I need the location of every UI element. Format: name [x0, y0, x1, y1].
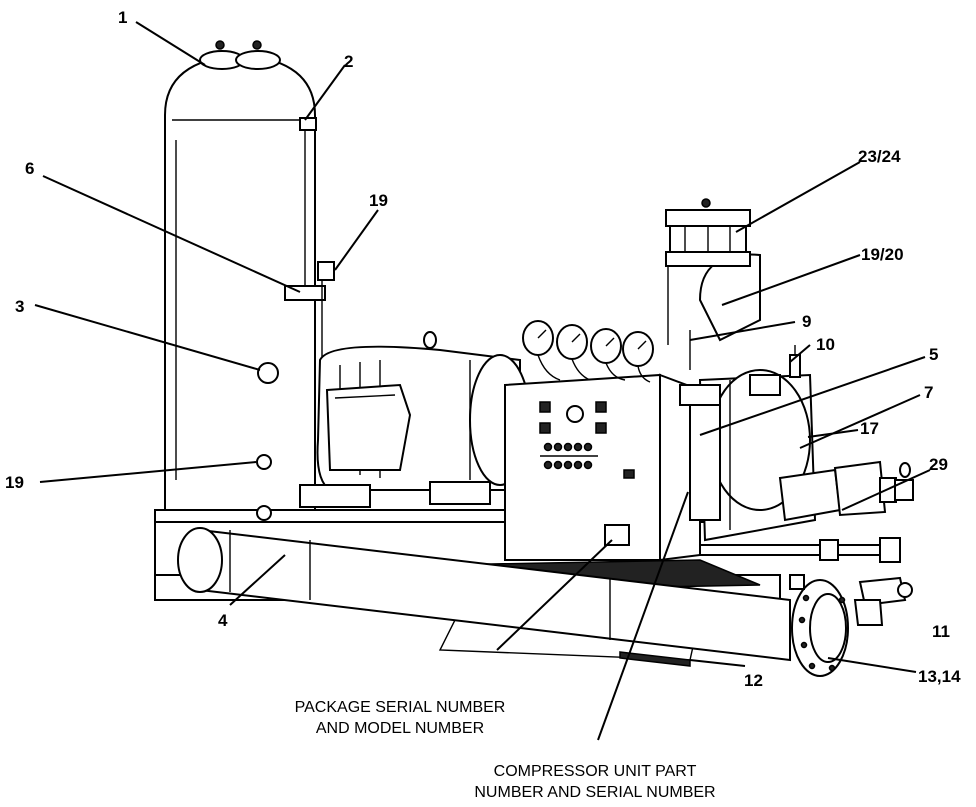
callout-29: 29 [929, 455, 948, 474]
callout-19-top: 19 [369, 191, 388, 210]
callout-13-14: 13,14 [918, 667, 961, 686]
callout-9: 9 [802, 312, 811, 331]
receiver-tank [164, 40, 335, 521]
captions: PACKAGE SERIAL NUMBER AND MODEL NUMBER C… [295, 699, 716, 801]
callout-3: 3 [15, 297, 24, 316]
callout-4: 4 [218, 611, 228, 630]
callout-2: 2 [344, 52, 353, 71]
callout-5: 5 [929, 345, 938, 364]
package-caption-line1: PACKAGE SERIAL NUMBER [295, 699, 506, 716]
callout-6: 6 [25, 159, 34, 178]
compressor-caption-line2: NUMBER AND SERIAL NUMBER [474, 784, 715, 801]
compressor-caption-line1: COMPRESSOR UNIT PART [494, 763, 697, 780]
callout-7: 7 [924, 383, 933, 402]
callout-1: 1 [118, 8, 127, 27]
callout-12: 12 [744, 671, 763, 690]
leader-lines [34, 21, 931, 741]
callout-labels: 1 2 6 19 3 19 4 23/24 19/20 9 10 5 7 17 … [5, 8, 961, 690]
electric-motor [299, 331, 531, 508]
control-panel [504, 373, 701, 562]
callout-23-24: 23/24 [858, 147, 901, 166]
callout-19-20: 19/20 [861, 245, 904, 264]
package-caption-line2: AND MODEL NUMBER [316, 720, 484, 737]
callout-19-left: 19 [5, 473, 24, 492]
horizontal-separator [177, 527, 849, 677]
outlet-valve-assembly [700, 460, 914, 626]
callout-11: 11 [932, 622, 950, 641]
panel-indicator-lights [540, 442, 598, 470]
callout-10: 10 [816, 335, 835, 354]
gauge-cluster [522, 320, 654, 383]
callout-17: 17 [860, 419, 879, 438]
